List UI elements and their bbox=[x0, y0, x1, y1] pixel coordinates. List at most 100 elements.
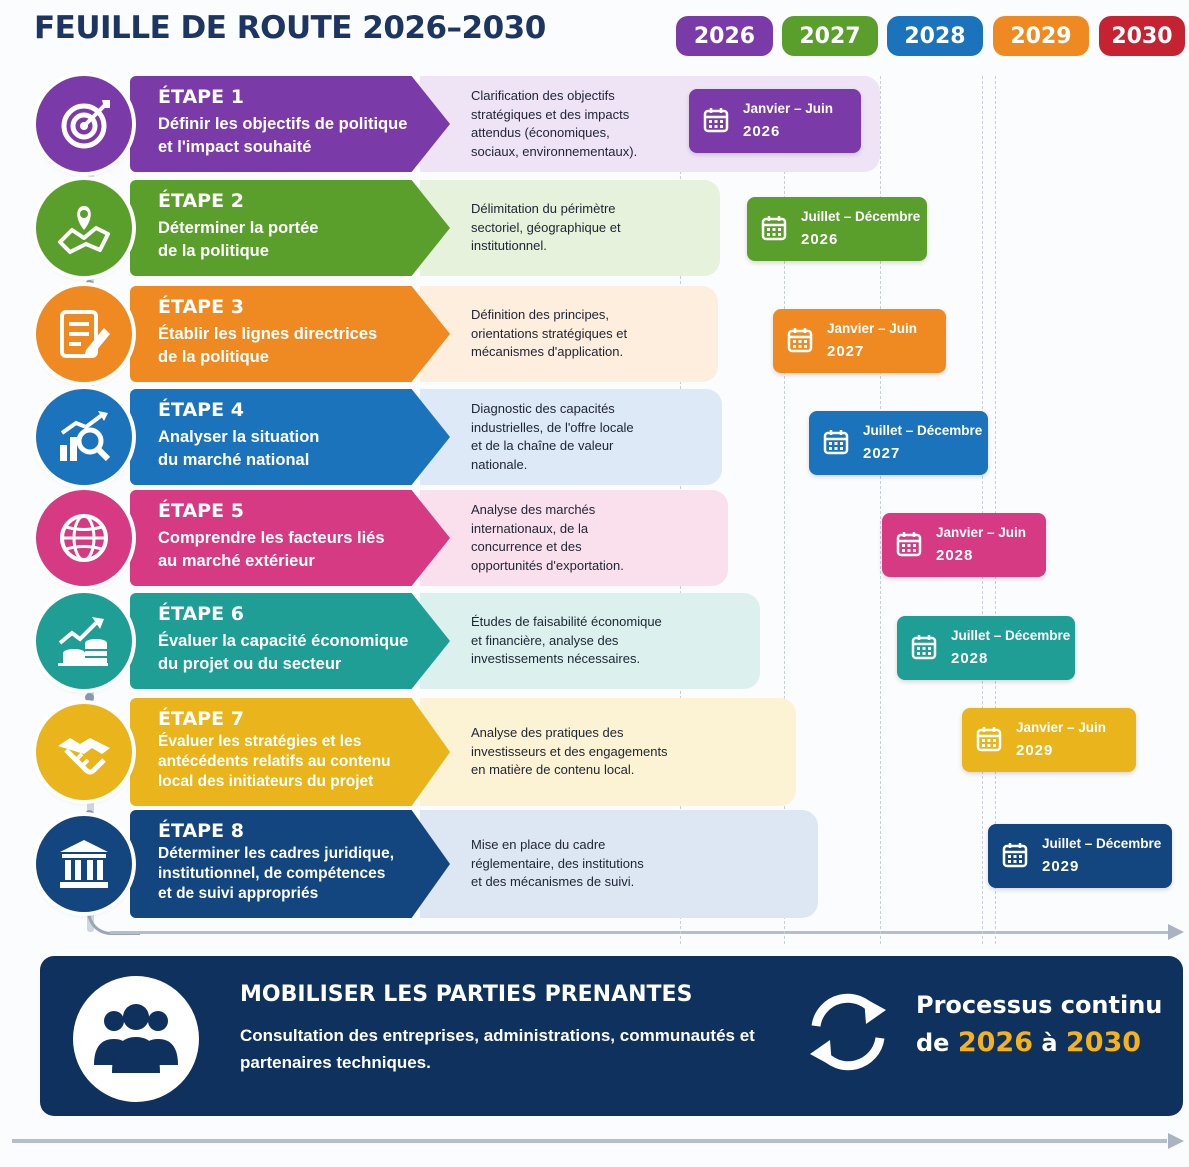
step-description: Analyse des marchés internationaux, de l… bbox=[471, 502, 624, 573]
period-year: 2029 bbox=[1016, 742, 1054, 759]
calendar-icon bbox=[761, 216, 787, 241]
step-description: Clarification des objectifs stratégiques… bbox=[471, 88, 638, 159]
period-year: 2026 bbox=[801, 231, 839, 248]
calendar-icon bbox=[896, 532, 922, 557]
calendar-icon bbox=[1002, 843, 1028, 868]
step-label: ÉTAPE 6 bbox=[158, 603, 244, 625]
period-label: Janvier – Juin bbox=[936, 525, 1027, 540]
step-4: ÉTAPE 4 Analyser la situation du marché n… bbox=[0, 389, 1189, 485]
step-title: Évaluer la capacité économique du projet… bbox=[158, 632, 409, 673]
step-description: Délimitation du périmètre sectoriel, géo… bbox=[471, 201, 621, 253]
step-period-card: Janvier – Juin 2029 bbox=[962, 708, 1136, 772]
step-description-box bbox=[420, 389, 722, 485]
period-year: 2027 bbox=[863, 445, 901, 462]
handshake-icon bbox=[36, 704, 132, 800]
timeline-arrow-icon bbox=[1168, 924, 1184, 940]
period-year: 2026 bbox=[743, 123, 781, 140]
step-5: ÉTAPE 5 Comprendre les facteurs liés au m… bbox=[0, 490, 1189, 586]
step-title: Évaluer les stratégies et les antécédent… bbox=[158, 733, 391, 790]
globe-icon bbox=[36, 490, 132, 586]
period-year: 2028 bbox=[936, 547, 974, 564]
period-label: Juillet – Décembre bbox=[863, 423, 983, 438]
timeline-dot bbox=[85, 280, 94, 289]
stakeholders-description: Consultation des entreprises, administra… bbox=[240, 1026, 755, 1072]
calendar-icon bbox=[823, 430, 849, 455]
step-banner bbox=[130, 593, 450, 689]
step-label: ÉTAPE 7 bbox=[158, 708, 244, 730]
step-description-box bbox=[420, 286, 718, 382]
step-6: ÉTAPE 6 Évaluer la capacité économique du… bbox=[0, 593, 1189, 689]
step-period-card: Juillet – Décembre 2028 bbox=[897, 616, 1075, 680]
growth-coins-icon bbox=[36, 593, 132, 689]
stakeholders-title: MOBILISER LES PARTIES PRENANTES bbox=[240, 982, 693, 1007]
year-pill-2027: 2027 bbox=[782, 16, 878, 56]
period-label: Janvier – Juin bbox=[827, 321, 918, 336]
step-banner bbox=[130, 286, 450, 382]
step-description: Diagnostic des capacités industrielles, … bbox=[471, 401, 634, 472]
period-year: 2029 bbox=[1042, 858, 1080, 875]
step-description: Mise en place du cadre réglementaire, de… bbox=[471, 837, 644, 889]
step-title: Déterminer les cadres juridique, institu… bbox=[158, 845, 395, 902]
period-year: 2027 bbox=[827, 343, 865, 360]
step-label: ÉTAPE 8 bbox=[158, 820, 244, 842]
step-description: Études de faisabilité économique et fina… bbox=[471, 614, 662, 666]
stakeholders-panel: MOBILISER LES PARTIES PRENANTES Consulta… bbox=[40, 956, 1183, 1116]
timeline-dot bbox=[85, 810, 94, 819]
step-period-card: Janvier – Juin 2027 bbox=[773, 309, 946, 373]
step-8: ÉTAPE 8 Déterminer les cadres juridique, … bbox=[0, 810, 1189, 918]
institution-icon bbox=[36, 816, 132, 912]
timeline-dot bbox=[85, 693, 94, 702]
step-description-box bbox=[420, 810, 818, 918]
document-pen-icon bbox=[36, 286, 132, 382]
year-pill-2029: 2029 bbox=[993, 16, 1089, 56]
step-banner bbox=[130, 490, 450, 586]
period-year: 2028 bbox=[951, 650, 989, 667]
continuous-process-text: Processus continu de 2026 à 2030 bbox=[916, 991, 1163, 1058]
period-label: Juillet – Décembre bbox=[1042, 836, 1162, 851]
bottom-arrow-icon bbox=[1168, 1133, 1184, 1149]
step-description: Analyse des pratiques des investisseurs … bbox=[471, 725, 668, 777]
period-label: Juillet – Décembre bbox=[951, 628, 1071, 643]
step-banner bbox=[130, 810, 450, 918]
timeline-baseline bbox=[110, 931, 1170, 934]
period-label: Juillet – Décembre bbox=[801, 209, 921, 224]
step-label: ÉTAPE 4 bbox=[158, 399, 244, 421]
step-description-box bbox=[420, 593, 760, 689]
calendar-icon bbox=[911, 635, 937, 660]
step-period-card: Juillet – Décembre 2026 bbox=[747, 197, 927, 261]
bottom-arrow-line bbox=[12, 1139, 1167, 1143]
step-description-box bbox=[420, 698, 796, 806]
step-description: Définition des principes, orientations s… bbox=[471, 307, 628, 359]
calendar-icon bbox=[976, 727, 1002, 752]
step-title: Comprendre les facteurs liés au marché e… bbox=[158, 529, 385, 570]
people-group-icon bbox=[73, 976, 199, 1102]
step-label: ÉTAPE 2 bbox=[158, 190, 244, 212]
step-label: ÉTAPE 3 bbox=[158, 296, 244, 318]
step-banner bbox=[130, 76, 450, 172]
step-7: ÉTAPE 7 Évaluer les stratégies et les ant… bbox=[0, 698, 1189, 806]
year-pill-2026: 2026 bbox=[676, 16, 773, 56]
step-2: ÉTAPE 2 Déterminer la portée de la politi… bbox=[0, 180, 1189, 276]
page-title: FEUILLE DE ROUTE 2026–2030 bbox=[34, 10, 546, 46]
step-banner bbox=[130, 698, 450, 806]
calendar-icon bbox=[703, 108, 729, 133]
period-label: Janvier – Juin bbox=[1016, 720, 1107, 735]
step-title: Déterminer la portée de la politique bbox=[158, 219, 319, 260]
step-banner bbox=[130, 180, 450, 276]
step-label: ÉTAPE 1 bbox=[158, 86, 244, 108]
step-period-card: Juillet – Décembre 2027 bbox=[809, 411, 988, 475]
year-pill-2028: 2028 bbox=[887, 16, 983, 56]
step-label: ÉTAPE 5 bbox=[158, 500, 244, 522]
step-period-card: Janvier – Juin 2028 bbox=[882, 513, 1046, 577]
step-title: Définir les objectifs de politique et l'… bbox=[158, 115, 408, 156]
target-icon bbox=[36, 76, 132, 172]
step-period-card: Juillet – Décembre 2029 bbox=[988, 824, 1172, 888]
step-1: ÉTAPE 1 Définir les objectifs de politiqu… bbox=[0, 76, 1189, 172]
step-title: Analyser la situation du marché national bbox=[158, 428, 320, 469]
year-pill-2030: 2030 bbox=[1099, 16, 1185, 56]
step-banner bbox=[130, 389, 450, 485]
step-description-box bbox=[420, 490, 728, 586]
map-pin-icon bbox=[36, 180, 132, 276]
